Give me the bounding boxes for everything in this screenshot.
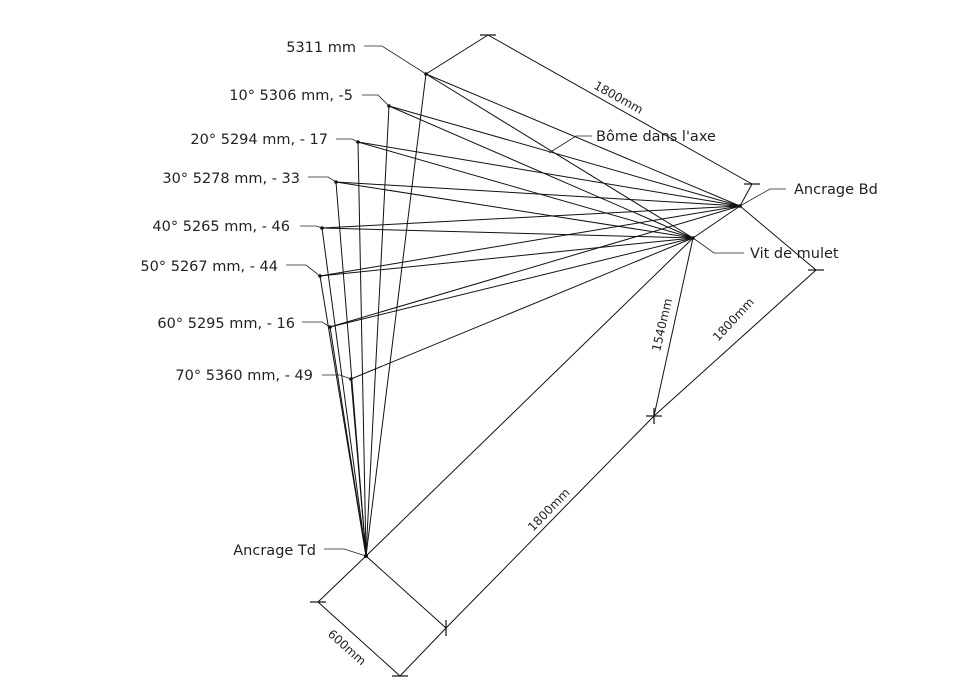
dim-bottom: 600mm	[325, 627, 369, 668]
label-top: 5311 mm	[286, 40, 356, 56]
label-30deg: 30° 5278 mm, - 33	[162, 171, 300, 187]
label-ancrage-bd: Ancrage Bd	[794, 182, 878, 198]
dimension-ticks	[310, 34, 824, 677]
label-bome: Bôme dans l'axe	[596, 129, 716, 145]
label-20deg: 20° 5294 mm, - 17	[190, 132, 328, 148]
label-50deg: 50° 5267 mm, - 44	[140, 259, 278, 275]
td-lines	[319, 73, 427, 557]
bd-lines	[319, 73, 741, 328]
label-60deg: 60° 5295 mm, - 16	[157, 316, 295, 332]
label-40deg: 40° 5265 mm, - 46	[152, 219, 290, 235]
nodes	[318, 72, 742, 558]
label-10deg: 10° 5306 mm, -5	[229, 88, 353, 104]
vit-lines	[319, 73, 694, 380]
dim-long: 1800mm	[525, 486, 573, 535]
leader-lines	[286, 45, 786, 557]
frame	[317, 34, 817, 677]
label-vit-mulet: Vit de mulet	[750, 246, 839, 262]
dim-right-diag: 1800mm	[710, 295, 757, 344]
dim-small: 1540mm	[649, 297, 675, 353]
label-ancrage-td: Ancrage Td	[233, 543, 316, 559]
label-70deg: 70° 5360 mm, - 49	[175, 368, 313, 384]
